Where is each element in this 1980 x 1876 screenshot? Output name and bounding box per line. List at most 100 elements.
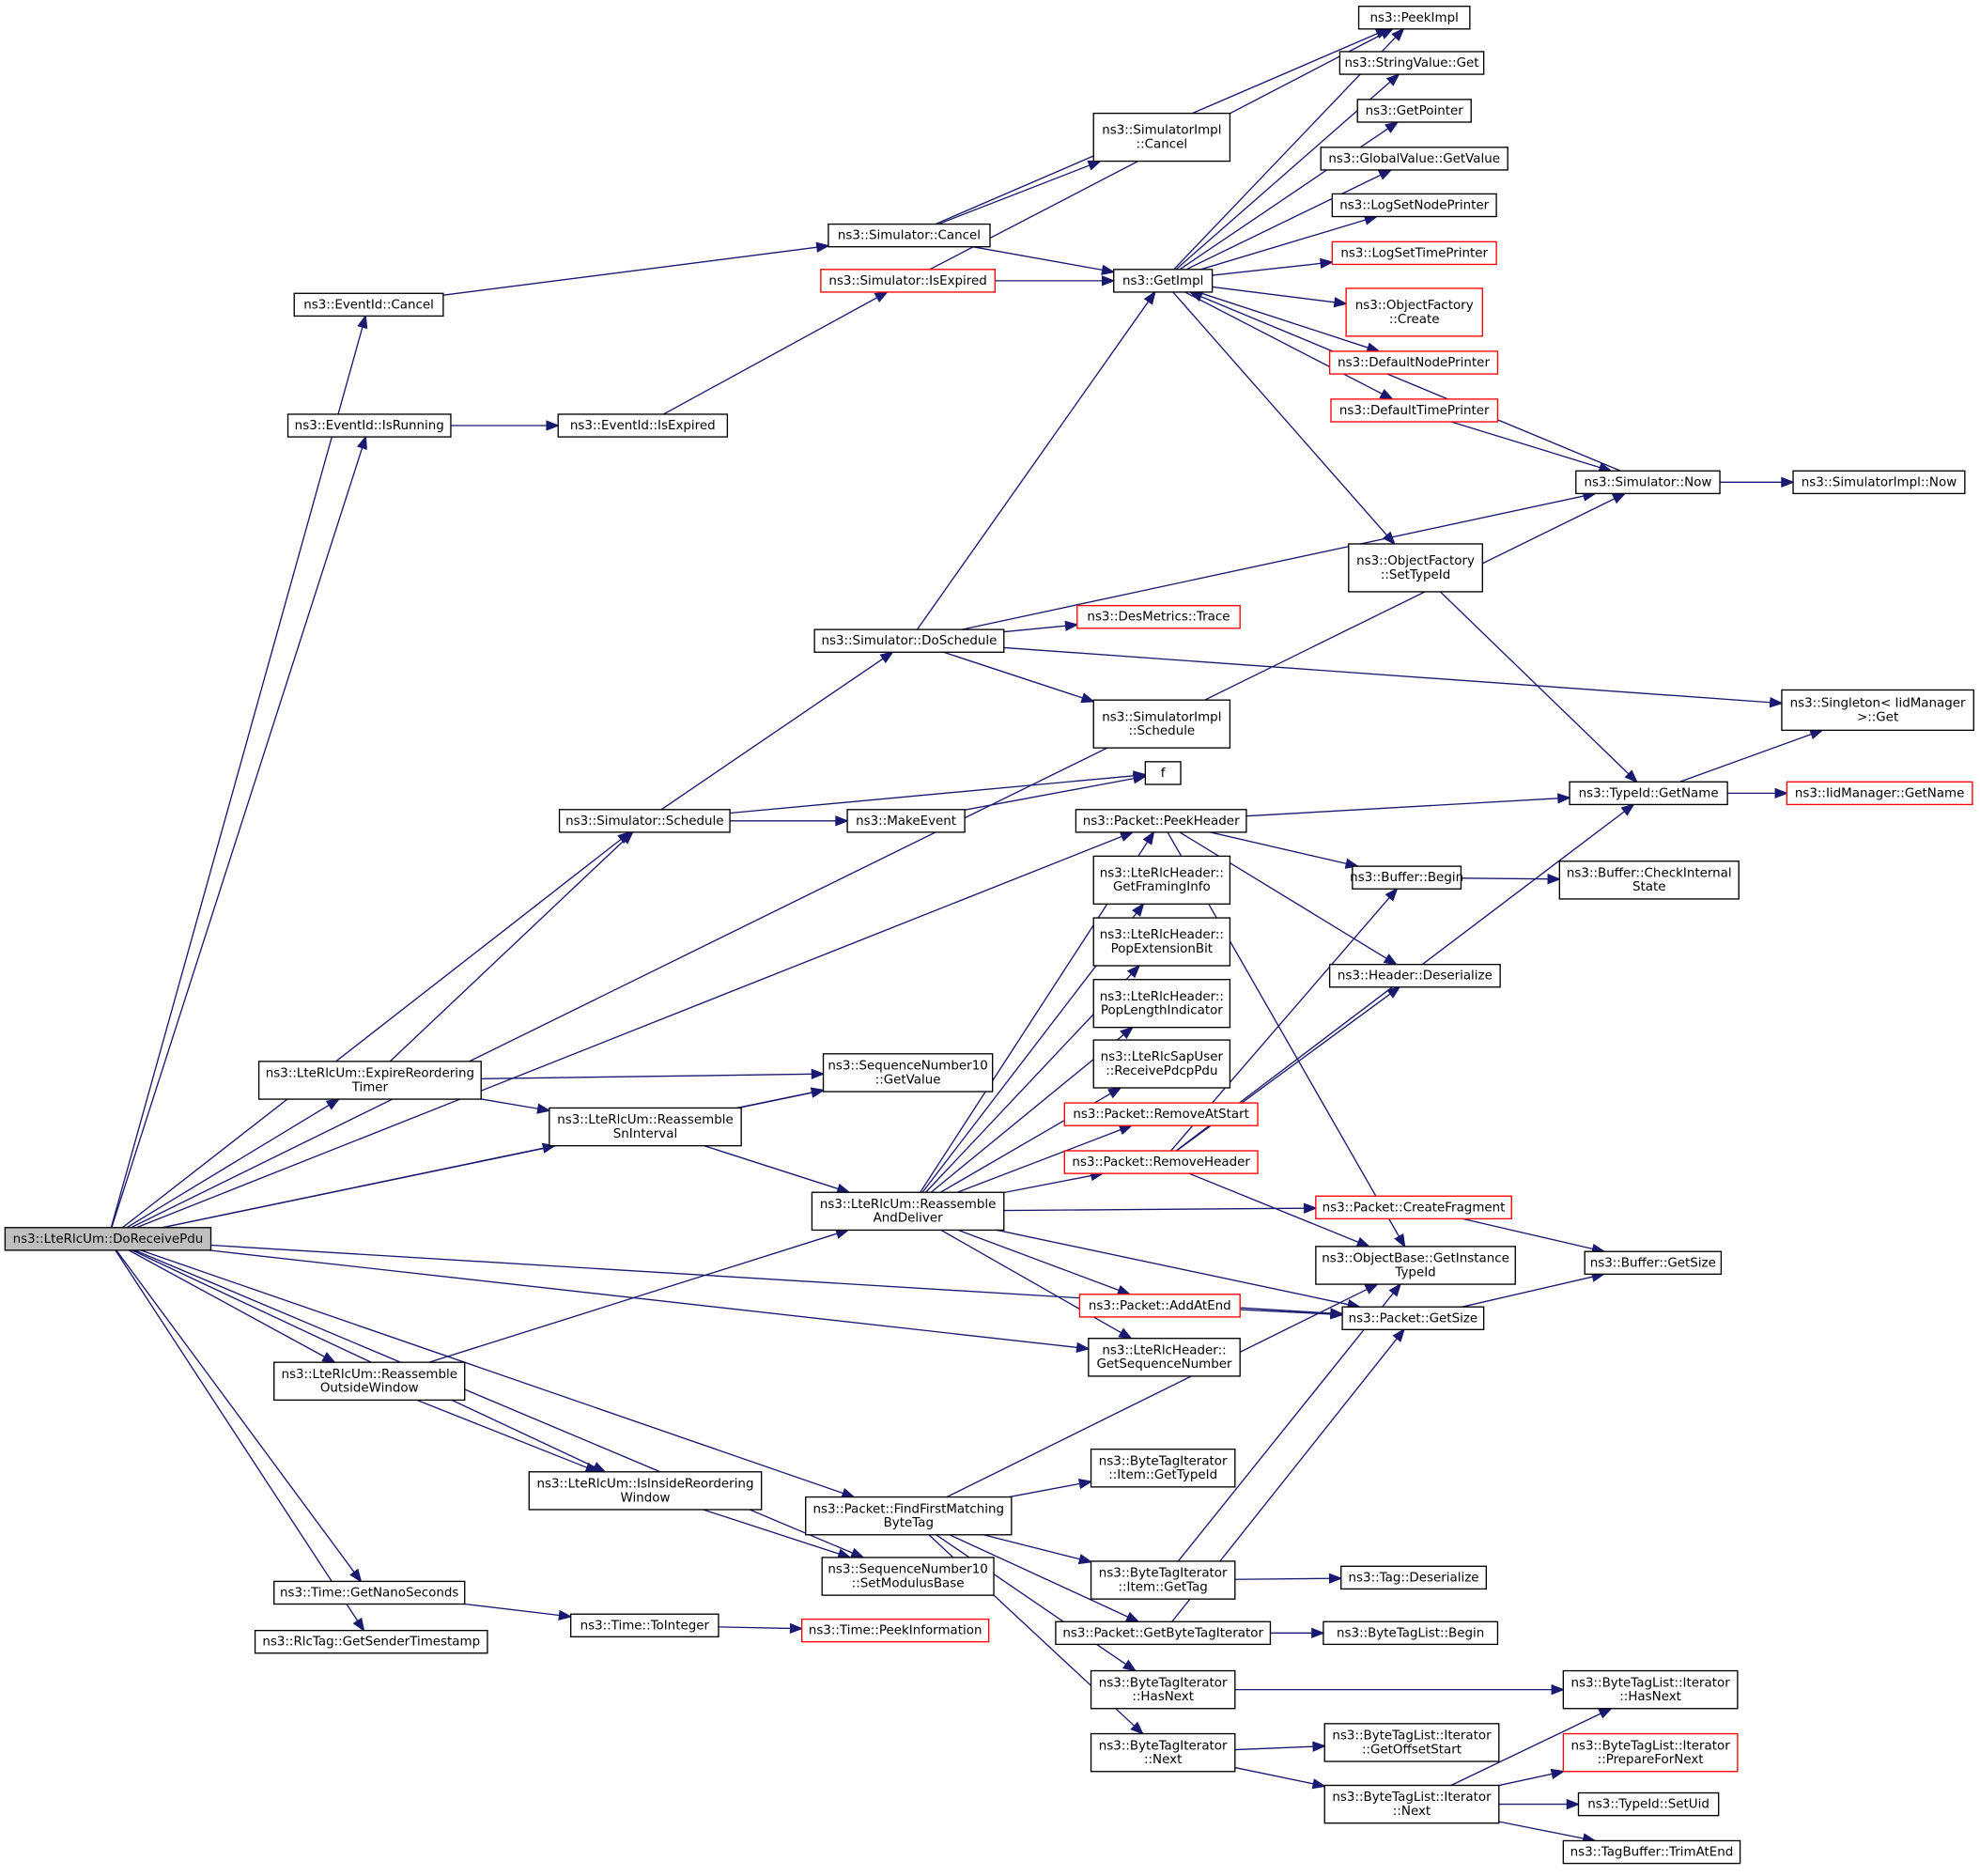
node-box[interactable] — [1090, 1560, 1236, 1600]
node-box[interactable] — [1562, 1732, 1739, 1773]
node-box[interactable] — [1331, 193, 1497, 218]
node-box[interactable] — [1076, 604, 1241, 629]
node-packet-create-fragment[interactable]: ns3::Packet::CreateFragment — [1315, 1195, 1512, 1220]
node-box[interactable] — [1340, 1565, 1488, 1590]
node-box[interactable] — [1088, 1338, 1241, 1377]
node-box[interactable] — [254, 1629, 488, 1654]
node-box[interactable] — [1055, 1620, 1272, 1646]
node-box[interactable] — [1792, 470, 1966, 495]
node-packet-remove-at-start[interactable]: ns3::Packet::RemoveAtStart — [1063, 1102, 1259, 1126]
node-box[interactable] — [1569, 781, 1728, 806]
node-box[interactable] — [828, 223, 991, 248]
node-box[interactable] — [1328, 963, 1501, 988]
node-item-get-tag[interactable]: ns3::ByteTagIterator::Item::GetTag — [1090, 1560, 1236, 1600]
node-simulator-impl-schedule[interactable]: ns3::SimulatorImpl::Schedule — [1092, 699, 1231, 749]
node-get-offset-start[interactable]: ns3::ByteTagList::Iterator::GetOffsetSta… — [1323, 1723, 1500, 1762]
node-receive-pdcp-pdu[interactable]: ns3::LteRlcSapUser::ReceivePdcpPdu — [1092, 1039, 1231, 1089]
node-box[interactable] — [273, 1580, 466, 1605]
node-packet-remove-header[interactable]: ns3::Packet::RemoveHeader — [1063, 1150, 1259, 1174]
node-box[interactable] — [1345, 287, 1483, 337]
node-global-value-get-value[interactable]: ns3::GlobalValue::GetValue — [1320, 147, 1508, 171]
node-box[interactable] — [528, 1471, 763, 1511]
node-log-set-node-printer[interactable]: ns3::LogSetNodePrinter — [1331, 193, 1497, 218]
node-box[interactable] — [1092, 112, 1231, 163]
node-box[interactable] — [1323, 1784, 1500, 1824]
node-box[interactable] — [257, 1061, 482, 1100]
node-seq-num-get-value[interactable]: ns3::SequenceNumber10::GetValue — [822, 1053, 994, 1093]
node-box[interactable] — [846, 809, 966, 833]
node-box[interactable] — [293, 292, 444, 318]
node-event-id-is-running[interactable]: ns3::EventId::IsRunning — [286, 413, 452, 438]
node-box[interactable] — [557, 413, 729, 438]
node-box[interactable] — [286, 413, 452, 438]
node-box[interactable] — [1341, 1306, 1485, 1330]
node-box[interactable] — [1577, 1791, 1720, 1817]
node-get-impl[interactable]: ns3::GetImpl — [1113, 269, 1214, 293]
node-set-modulus-base[interactable]: ns3::SequenceNumber10::SetModulusBase — [821, 1557, 995, 1596]
node-time-to-integer[interactable]: ns3::Time::ToInteger — [569, 1613, 719, 1638]
node-box[interactable] — [273, 1361, 466, 1402]
node-time-peek-information[interactable]: ns3::Time::PeekInformation — [801, 1618, 990, 1643]
node-simulator-now[interactable]: ns3::Simulator::Now — [1575, 470, 1721, 495]
node-box[interactable] — [820, 269, 997, 293]
node-box[interactable] — [1328, 350, 1499, 375]
node-object-factory-create[interactable]: ns3::ObjectFactory::Create — [1345, 287, 1483, 337]
node-simulator-schedule[interactable]: ns3::Simulator::Schedule — [558, 809, 731, 833]
node-box[interactable] — [1113, 269, 1214, 293]
node-box[interactable] — [1323, 1723, 1500, 1762]
node-get-sequence-number[interactable]: ns3::LteRlcHeader::GetSequenceNumber — [1088, 1338, 1241, 1377]
node-box[interactable] — [1315, 1246, 1516, 1285]
node-box[interactable] — [821, 1557, 995, 1596]
node-box[interactable] — [1562, 1839, 1741, 1865]
node-make-event[interactable]: ns3::MakeEvent — [846, 809, 966, 833]
node-btinext[interactable]: ns3::ByteTagIterator::Next — [1090, 1732, 1236, 1773]
node-trim-at-end[interactable]: ns3::TagBuffer::TrimAtEnd — [1562, 1839, 1741, 1865]
node-buffer-begin[interactable]: ns3::Buffer::Begin — [1350, 865, 1463, 890]
node-get-sender-timestamp[interactable]: ns3::RlcTag::GetSenderTimestamp — [254, 1629, 488, 1654]
node-singleton-get[interactable]: ns3::Singleton< IidManager >::Get — [1781, 689, 1974, 732]
node-packet-get-size[interactable]: ns3::Packet::GetSize — [1341, 1306, 1485, 1330]
node-packet-add-at-end[interactable]: ns3::Packet::AddAtEnd — [1078, 1294, 1241, 1318]
node-box[interactable] — [1090, 1732, 1236, 1773]
node-simulator-impl-now[interactable]: ns3::SimulatorImpl::Now — [1792, 470, 1966, 495]
node-simulator-cancel[interactable]: ns3::Simulator::Cancel — [828, 223, 991, 248]
node-box[interactable] — [1352, 865, 1462, 890]
node-peek-impl[interactable]: ns3::PeekImpl — [1357, 6, 1471, 30]
node-box[interactable] — [1786, 781, 1973, 806]
node-btihas-next[interactable]: ns3::ByteTagIterator::HasNext — [1090, 1669, 1236, 1710]
node-box[interactable] — [1315, 1195, 1512, 1220]
node-header-deserialize[interactable]: ns3::Header::Deserialize — [1328, 963, 1501, 988]
node-box[interactable] — [1090, 1669, 1236, 1710]
node-box[interactable] — [1338, 51, 1485, 75]
node-log-set-time-printer[interactable]: ns3::LogSetTimePrinter — [1331, 240, 1497, 266]
node-box[interactable] — [1063, 1102, 1259, 1126]
node-box[interactable] — [1092, 917, 1231, 967]
node-btlinext[interactable]: ns3::ByteTagList::Iterator::Next — [1323, 1784, 1500, 1824]
node-box[interactable] — [558, 809, 731, 833]
node-box[interactable] — [1331, 240, 1497, 266]
node-type-id-get-name[interactable]: ns3::TypeId::GetName — [1569, 781, 1728, 806]
node-box[interactable] — [1078, 1294, 1241, 1318]
node-object-factory-set-type-id[interactable]: ns3::ObjectFactory::SetTypeId — [1348, 543, 1483, 593]
node-box[interactable] — [1781, 689, 1974, 732]
node-box[interactable] — [801, 1618, 990, 1643]
node-box[interactable] — [4, 1227, 212, 1251]
node-byte-tag-list-begin[interactable]: ns3::ByteTagList::Begin — [1323, 1620, 1499, 1646]
node-simulator-impl-cancel[interactable]: ns3::SimulatorImpl::Cancel — [1092, 112, 1231, 163]
node-event-id-cancel[interactable]: ns3::EventId::Cancel — [293, 292, 444, 318]
node-box[interactable] — [1357, 6, 1471, 30]
node-box[interactable] — [1323, 1620, 1499, 1646]
node-box[interactable] — [1090, 1448, 1236, 1488]
node-box[interactable] — [1063, 1150, 1259, 1174]
node-btlihas-next[interactable]: ns3::ByteTagList::Iterator::HasNext — [1562, 1669, 1739, 1710]
node-buffer-get-size[interactable]: ns3::Buffer::GetSize — [1584, 1250, 1723, 1276]
node-tag-deserialize[interactable]: ns3::Tag::Deserialize — [1340, 1565, 1488, 1590]
node-box[interactable] — [813, 628, 1005, 653]
node-do-receive-pdu[interactable]: ns3::LteRlcUm::DoReceivePdu — [4, 1227, 212, 1251]
node-box[interactable] — [1562, 1669, 1739, 1710]
